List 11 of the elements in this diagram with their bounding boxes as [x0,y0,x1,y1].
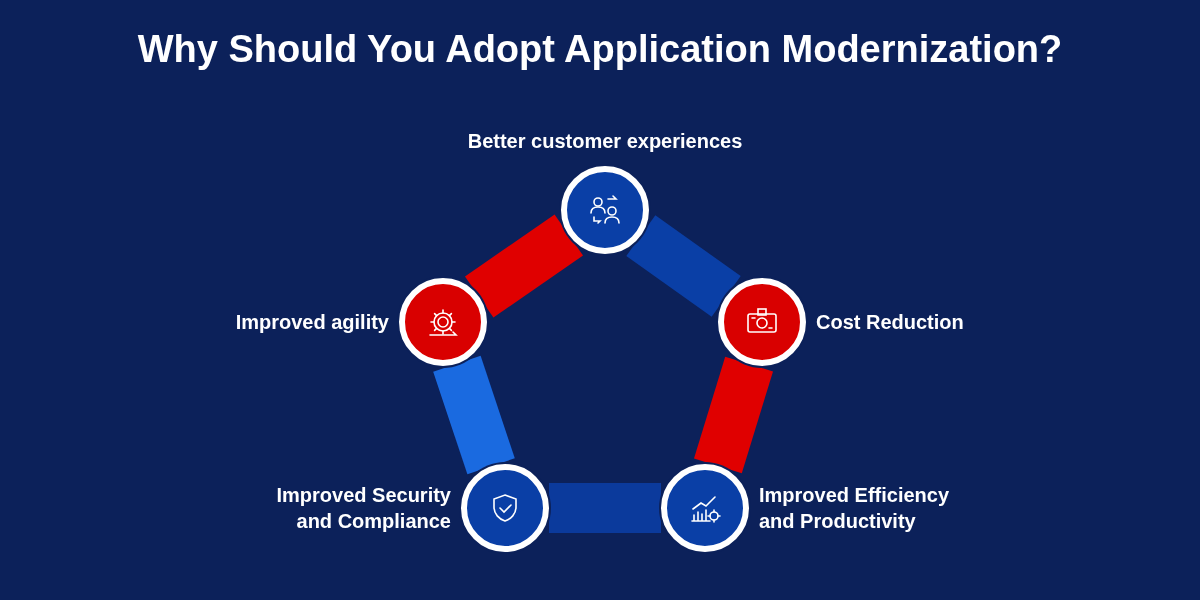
title: Why Should You Adopt Application Modernization? [137,28,1063,71]
connector-band [626,215,741,317]
connector-band [549,483,661,533]
node-label: Improved agility [234,310,389,335]
node-label: Better customer experiences [467,129,743,154]
node-label: Improved Security and Compliance [275,483,451,534]
node-label: Cost Reduction [816,310,965,335]
connector-band [464,214,584,318]
connector-band [433,355,515,475]
node-label: Improved Efficiency and Productivity [759,483,951,534]
connector-band [694,356,773,474]
